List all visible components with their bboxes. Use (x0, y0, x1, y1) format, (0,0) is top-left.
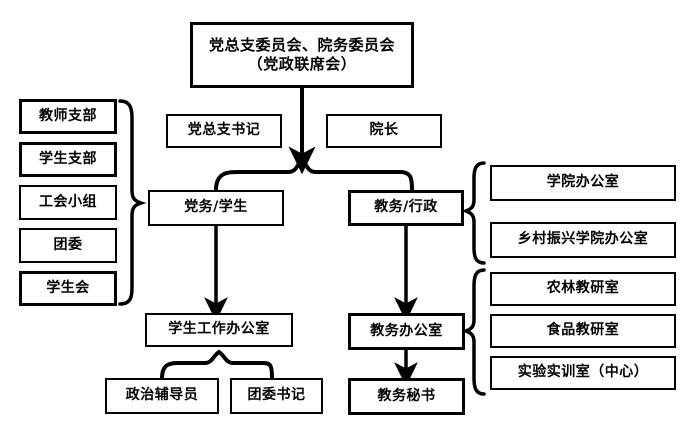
node-teacher-branch[interactable]: 教师支部 (19, 99, 117, 134)
connector-split-brace (214, 157, 414, 192)
node-lab-training-center[interactable]: 实验实训室（中心） (490, 356, 676, 390)
node-student-work-office[interactable]: 学生工作办公室 (145, 313, 293, 347)
node-youth-league-committee[interactable]: 团委 (19, 228, 117, 263)
node-college-office[interactable]: 学院办公室 (490, 165, 676, 201)
node-dean[interactable]: 院长 (326, 114, 442, 148)
node-party-student-affairs[interactable]: 党务/学生 (148, 190, 284, 226)
node-student-branch[interactable]: 学生支部 (19, 142, 117, 177)
node-political-counselor[interactable]: 政治辅导员 (105, 378, 219, 414)
connector-student-office-brace (160, 349, 274, 380)
node-youth-league-secretary[interactable]: 团委书记 (230, 378, 323, 414)
node-top-committee[interactable]: 党总支委员会、院务委员会 （党政联席会） (190, 22, 414, 88)
brace-right-group-bottom (461, 268, 486, 396)
node-party-secretary[interactable]: 党总支书记 (166, 114, 282, 148)
brace-left-group (118, 99, 147, 306)
node-union-group[interactable]: 工会小组 (19, 185, 117, 220)
node-rural-revitalization-office[interactable]: 乡村振兴学院办公室 (490, 222, 676, 258)
node-academic-affairs-office[interactable]: 教务办公室 (348, 313, 465, 350)
node-food-research-room[interactable]: 食品教研室 (490, 314, 676, 348)
brace-right-group-top (461, 161, 486, 265)
node-student-union[interactable]: 学生会 (19, 271, 117, 306)
node-academic-secretary[interactable]: 教务秘书 (348, 378, 465, 415)
node-academic-admin[interactable]: 教务/行政 (348, 190, 464, 226)
node-agriculture-forestry-research-room[interactable]: 农林教研室 (490, 272, 676, 306)
